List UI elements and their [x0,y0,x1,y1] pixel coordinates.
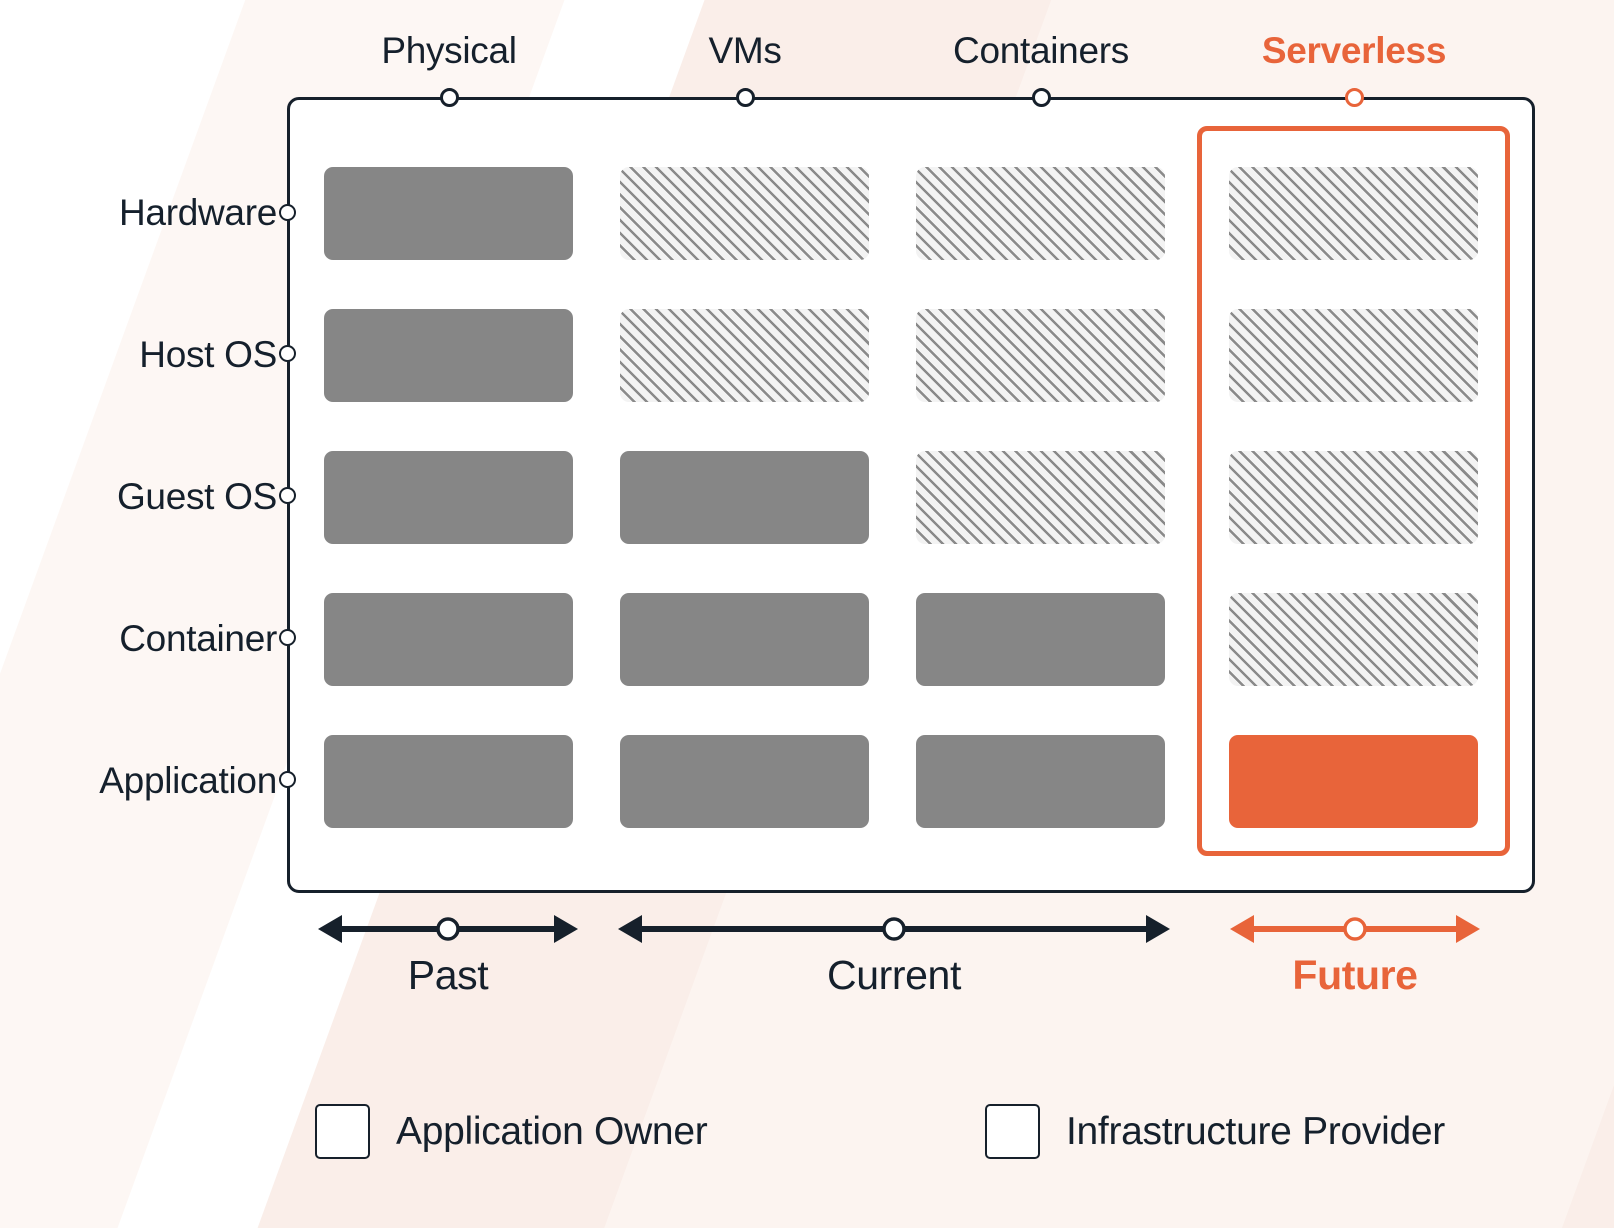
cell-application-vms[interactable] [620,735,869,828]
hatched-swatch-icon [985,1104,1040,1159]
row-node-hardware[interactable] [279,204,296,221]
era-label-future: Future [1292,952,1418,998]
row-node-guest-os[interactable] [279,487,296,504]
cell-container-physical[interactable] [324,593,573,686]
column-header-serverless: Serverless [1261,30,1447,71]
future-arrow [1230,915,1480,943]
solid-gray-swatch-icon [315,1104,370,1159]
cell-hardware-physical[interactable] [324,167,573,260]
legend-item-application-owner: Application Owner [315,1104,708,1159]
cell-host-os-containers[interactable] [916,309,1165,402]
cell-guest-os-serverless[interactable] [1229,451,1478,544]
cell-application-serverless[interactable] [1229,735,1478,828]
legend-label-application-owner: Application Owner [396,1109,708,1153]
cell-guest-os-vms[interactable] [620,451,869,544]
row-node-container[interactable] [279,629,296,646]
legend-item-infrastructure-provider: Infrastructure Provider [985,1104,1445,1159]
era-label-past: Past [407,952,489,998]
row-label-guest-os: Guest OS [116,476,277,517]
cell-container-vms[interactable] [620,593,869,686]
cell-hardware-serverless[interactable] [1229,167,1478,260]
column-header-physical: Physical [381,30,517,71]
cell-host-os-serverless[interactable] [1229,309,1478,402]
cell-application-containers[interactable] [916,735,1165,828]
row-label-application: Application [99,760,277,801]
column-node-vms[interactable] [736,88,755,107]
cell-guest-os-containers[interactable] [916,451,1165,544]
column-header-containers: Containers [953,30,1129,71]
cell-hardware-containers[interactable] [916,167,1165,260]
column-node-serverless[interactable] [1345,88,1364,107]
row-label-host-os: Host OS [139,334,277,375]
column-header-vms: VMs [708,30,782,71]
cell-host-os-physical[interactable] [324,309,573,402]
cell-application-physical[interactable] [324,735,573,828]
cell-container-containers[interactable] [916,593,1165,686]
cell-hardware-vms[interactable] [620,167,869,260]
current-arrow [618,915,1170,943]
legend-label-infrastructure-provider: Infrastructure Provider [1066,1109,1445,1153]
cell-container-serverless[interactable] [1229,593,1478,686]
cell-host-os-vms[interactable] [620,309,869,402]
row-node-host-os[interactable] [279,345,296,362]
column-node-containers[interactable] [1032,88,1051,107]
row-label-hardware: Hardware [119,192,277,233]
cell-guest-os-physical[interactable] [324,451,573,544]
row-label-container: Container [119,618,277,659]
row-node-application[interactable] [279,771,296,788]
column-node-physical[interactable] [440,88,459,107]
era-label-current: Current [827,952,961,998]
serverless-highlight-box [1197,126,1510,856]
past-arrow [318,915,578,943]
